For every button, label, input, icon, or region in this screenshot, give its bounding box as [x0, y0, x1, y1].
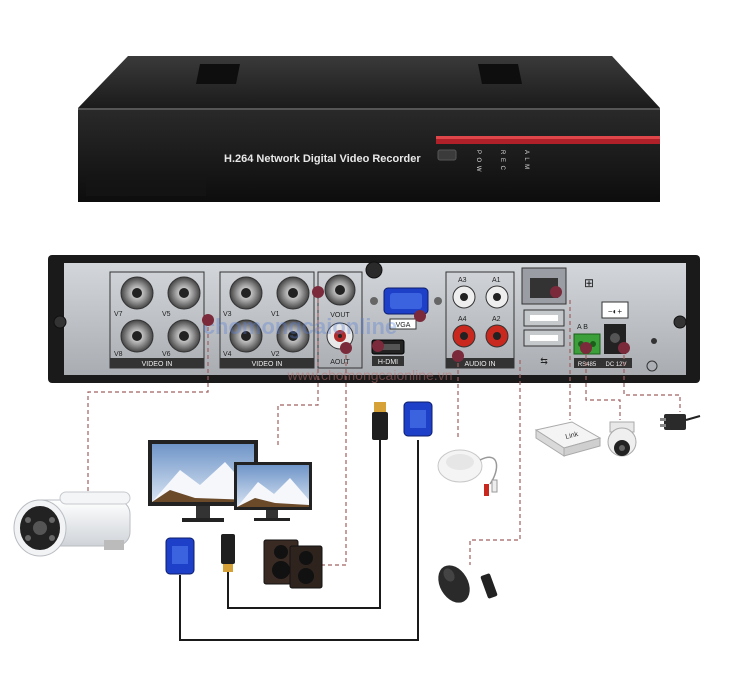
port-label-v4: V4 [223, 351, 232, 358]
port-label-v3: V3 [223, 311, 232, 318]
video-in-group-2-label: VIDEO IN [252, 361, 283, 368]
hdmi-cable [227, 440, 381, 609]
bullet-camera [13, 491, 131, 557]
rs485-pin-labels: A B [577, 324, 588, 331]
alm-indicator-label: A L M [523, 150, 529, 170]
vent-grille-right [478, 64, 522, 84]
vga-label: VGA [396, 322, 411, 329]
vga-plug-bottom [165, 537, 195, 575]
dot-audio-in [452, 350, 464, 362]
dot-video-in-1 [202, 314, 214, 326]
mouse [438, 565, 470, 603]
dvr-top-cover [78, 56, 660, 108]
vga-plug-top [403, 401, 433, 437]
port-label-v5: V5 [162, 311, 171, 318]
monitors [148, 440, 312, 522]
power-adapter-link [623, 348, 681, 412]
port-label-v8: V8 [114, 351, 123, 358]
ground-icon [646, 360, 658, 372]
front-vent-pattern [86, 174, 206, 196]
dvr-front-view: H.264 Network Digital Video Recorder P O… [78, 56, 660, 202]
mouse-link [469, 360, 521, 565]
vent-grille-left [196, 64, 240, 84]
audio-in-label: AUDIO IN [464, 361, 495, 368]
power-label: DC 12V [605, 362, 626, 368]
rear-screw-top [365, 261, 383, 279]
pow-indicator-label: P O W [475, 150, 481, 173]
port-label-a3: A3 [458, 277, 467, 284]
connection-lines [87, 292, 681, 641]
dot-aout [340, 342, 352, 354]
speaker-link [320, 348, 347, 566]
port-label-v7: V7 [114, 311, 123, 318]
network-router: Link [534, 421, 602, 457]
hdmi-label: H-DMI [378, 359, 398, 366]
port-label-v1: V1 [271, 311, 280, 318]
port-label-a4: A4 [458, 316, 467, 323]
port-label-v6: V6 [162, 351, 171, 358]
hdmi-plug-bottom [221, 534, 235, 572]
ptz-camera [607, 421, 637, 457]
front-panel-title: H.264 Network Digital Video Recorder [224, 153, 421, 165]
microphone [437, 449, 498, 496]
dot-power [618, 342, 630, 354]
watermark-logo: chomongcaionline [203, 314, 397, 339]
front-led-strip [436, 136, 660, 144]
network-icon: ⊞ [584, 276, 594, 290]
dot-rs485 [580, 342, 592, 354]
port-label-v2: V2 [271, 351, 280, 358]
port-label-a1: A1 [492, 277, 501, 284]
vga-cable [179, 440, 419, 641]
monitor-link [277, 292, 319, 445]
polarity-icon: −◐+ [608, 307, 623, 316]
ir-receiver-window [437, 149, 457, 161]
speakers [263, 539, 323, 589]
vout-label: VOUT [330, 312, 350, 319]
power-adapter [660, 414, 701, 430]
dot-hdmi [372, 340, 384, 352]
rear-screw-left [53, 315, 67, 329]
rec-indicator-label: R E C [499, 150, 505, 171]
watermark-url: www.chomongcaionline.vn [287, 367, 453, 383]
connection-dots [202, 286, 630, 362]
reset-button [651, 338, 657, 344]
video-in-group-1-label: VIDEO IN [142, 361, 173, 368]
dot-lan [550, 286, 562, 298]
rear-screw-right [673, 315, 687, 329]
aout-label: AOUT [330, 359, 350, 366]
dvr-rear-panel: VIDEO IN V7 V5 V8 V6 VIDEO IN V3 V1 V4 V… [48, 255, 700, 383]
usb-dongle [480, 573, 498, 599]
dot-video-in-2 [312, 286, 324, 298]
port-label-a2: A2 [492, 316, 501, 323]
rs485-label: RS485 [578, 362, 597, 368]
power-polarity-symbol [601, 301, 629, 319]
hdmi-plug-top [372, 402, 388, 440]
usb-icon: ⇆ [540, 356, 548, 366]
router-brand-label: Link [565, 431, 580, 441]
camera-link [87, 320, 209, 500]
dot-vga [414, 310, 426, 322]
